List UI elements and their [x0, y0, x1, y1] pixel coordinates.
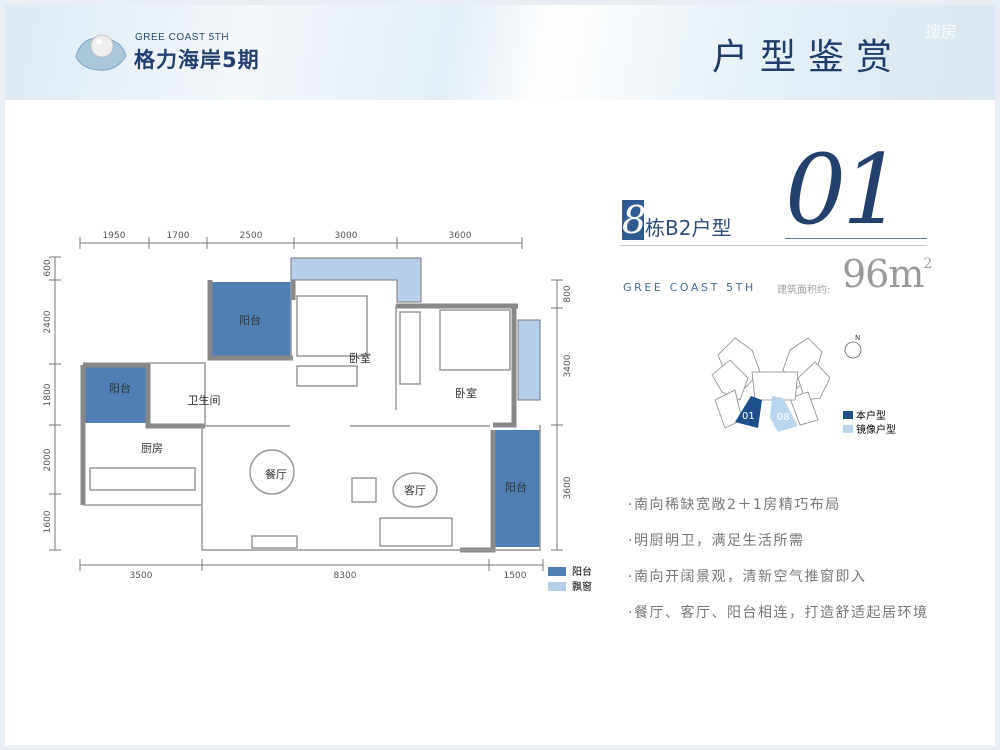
feature-3: ·南向开阔景观，清新空气推窗即入	[628, 569, 867, 585]
legend-swatch-bay-window	[548, 582, 566, 591]
dim-right-2: 3400	[563, 354, 573, 377]
room-label-balcony-left: 阳台	[109, 381, 131, 395]
balcony-right	[495, 430, 540, 547]
room-label-bedroom-2: 卧室	[455, 386, 477, 400]
balcony-top	[211, 282, 291, 357]
room-label-living: 客厅	[404, 483, 426, 497]
dimension-lines	[49, 237, 563, 571]
room-label-kitchen: 厨房	[141, 442, 163, 455]
project-english: GREE COAST 5TH	[623, 281, 756, 294]
logo-chinese: 格力海岸5期	[134, 48, 260, 72]
dim-bottom-1: 3500	[130, 571, 153, 581]
building-number: 8	[622, 198, 647, 242]
pearl-shell-logo-icon	[75, 34, 127, 71]
unit-number: 01	[785, 134, 903, 246]
balcony-left	[85, 367, 147, 423]
room-label-dining: 餐厅	[265, 467, 287, 481]
key-plan-unit-08	[770, 396, 798, 432]
bay-window-right	[517, 319, 541, 401]
keyplan-legend-this: 本户型	[856, 409, 886, 422]
keyplan-legend-mirror: 镜像户型	[856, 423, 896, 436]
area-label: 建筑面积约:	[777, 285, 831, 296]
feature-4: ·餐厅、客厅、阳台相连，打造舒适起居环境	[628, 605, 929, 621]
feature-1: ·南向稀缺宽敞2＋1房精巧布局	[628, 497, 841, 513]
dim-top-1: 1950	[103, 231, 126, 241]
dim-bottom-2: 8300	[334, 571, 357, 581]
header-banner	[0, 0, 1000, 100]
legend-label-bay-window: 飘窗	[572, 580, 592, 593]
dim-bottom-3: 1500	[504, 571, 527, 581]
dim-top-4: 3000	[335, 231, 358, 241]
dim-left-1: 600	[43, 259, 53, 276]
legend-label-balcony: 阳台	[572, 565, 592, 578]
key-plan	[711, 337, 831, 429]
divider	[620, 245, 927, 246]
keyplan-legend-swatch-mirror	[843, 425, 853, 433]
dim-left-2: 2400	[43, 310, 53, 333]
keyplan-legend-swatch-this	[843, 411, 853, 419]
svg-text:N: N	[855, 334, 860, 342]
key-plan-unit-01	[735, 396, 762, 428]
key-plan-label-08: 08	[777, 412, 790, 423]
area-value: 96m2	[842, 252, 932, 296]
dim-left-5: 1600	[43, 510, 53, 533]
legend-swatch-balcony	[548, 567, 566, 576]
room-label-balcony-right: 阳台	[505, 480, 527, 494]
unit-type-label: 栋B2户型	[645, 216, 732, 240]
key-plan-label-01: 01	[742, 411, 755, 422]
walls	[80, 280, 518, 553]
page-title: 户型鉴赏	[712, 37, 905, 78]
dim-right-3: 3600	[563, 476, 573, 499]
dim-left-4: 2000	[43, 448, 53, 471]
room-label-balcony-top: 阳台	[239, 313, 261, 327]
dim-top-5: 3600	[449, 231, 472, 241]
dim-right-1: 800	[563, 285, 573, 302]
compass-icon: N	[844, 334, 862, 360]
room-label-bedroom-1: 卧室	[349, 351, 371, 365]
watermark: 搜房	[925, 22, 958, 41]
dim-top-3: 2500	[240, 231, 263, 241]
room-label-bathroom: 卫生间	[188, 393, 221, 407]
dim-top-2: 1700	[167, 231, 190, 241]
dim-left-3: 1800	[43, 383, 53, 406]
divider	[785, 238, 927, 239]
logo-english: GREE COAST 5TH	[135, 32, 230, 43]
feature-2: ·明厨明卫，满足生活所需	[628, 533, 805, 549]
